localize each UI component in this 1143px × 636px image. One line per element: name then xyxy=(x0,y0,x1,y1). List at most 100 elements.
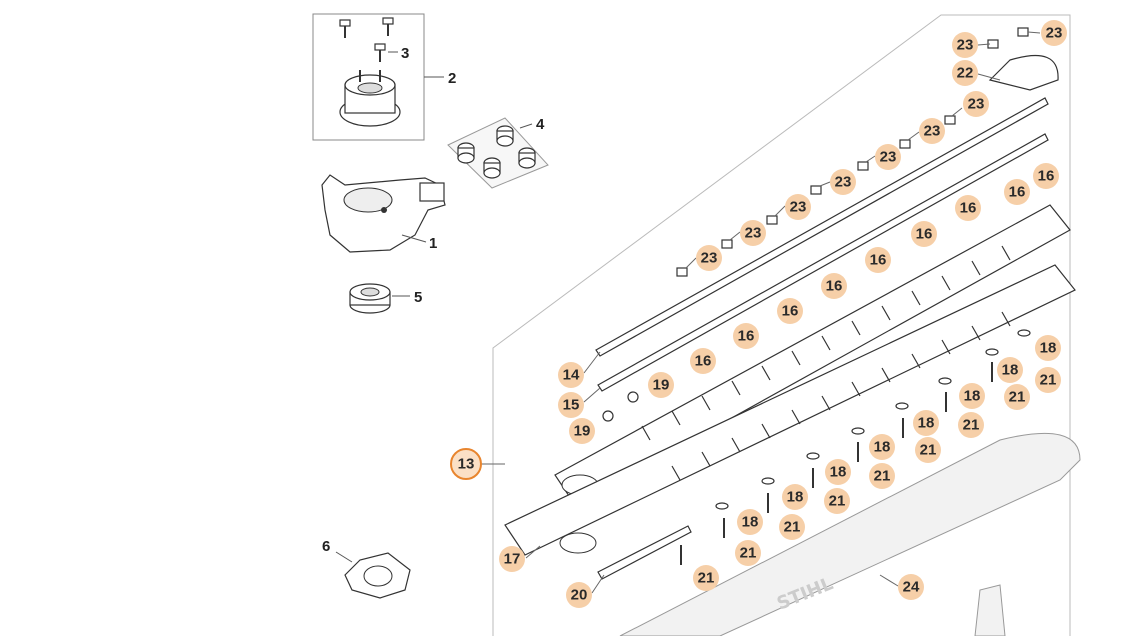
callout-24: 24 xyxy=(898,574,924,600)
svg-text:18: 18 xyxy=(830,464,847,481)
callout-23-e: 23 xyxy=(875,144,901,170)
svg-text:19: 19 xyxy=(653,377,670,394)
svg-text:16: 16 xyxy=(1009,184,1026,201)
svg-text:23: 23 xyxy=(957,37,974,54)
label-1: 1 xyxy=(429,235,437,252)
svg-text:20: 20 xyxy=(571,587,588,604)
svg-text:15: 15 xyxy=(563,397,580,414)
svg-text:16: 16 xyxy=(960,200,977,217)
svg-text:23: 23 xyxy=(924,123,941,140)
label-2: 2 xyxy=(448,70,456,87)
svg-text:18: 18 xyxy=(918,415,935,432)
svg-text:21: 21 xyxy=(1009,389,1026,406)
strip-20 xyxy=(597,525,692,580)
svg-text:16: 16 xyxy=(782,303,799,320)
callout-16-g: 16 xyxy=(777,298,803,324)
svg-text:21: 21 xyxy=(963,417,980,434)
svg-text:21: 21 xyxy=(920,442,937,459)
svg-text:19: 19 xyxy=(574,423,591,440)
callout-21-f: 21 xyxy=(824,488,850,514)
callout-21-b: 21 xyxy=(1004,384,1030,410)
callout-19-a: 19 xyxy=(648,372,674,398)
callout-19-b: 19 xyxy=(569,418,595,444)
svg-text:23: 23 xyxy=(1046,25,1063,42)
lower-blade-17 xyxy=(504,264,1076,556)
svg-text:18: 18 xyxy=(874,439,891,456)
svg-text:23: 23 xyxy=(701,250,718,267)
callout-13[interactable]: 13 xyxy=(450,448,482,480)
gasket-6 xyxy=(344,552,411,599)
bushings-4 xyxy=(447,117,549,189)
svg-text:17: 17 xyxy=(504,551,521,568)
svg-text:23: 23 xyxy=(790,199,807,216)
gear-2 xyxy=(339,70,401,127)
svg-text:21: 21 xyxy=(784,519,801,536)
callout-14: 14 xyxy=(558,362,584,388)
svg-text:16: 16 xyxy=(826,278,843,295)
callout-23-h: 23 xyxy=(740,220,766,246)
callout-21-c: 21 xyxy=(958,412,984,438)
callout-21-a: 21 xyxy=(1035,367,1061,393)
svg-text:22: 22 xyxy=(957,65,974,82)
svg-text:21: 21 xyxy=(829,493,846,510)
svg-text:18: 18 xyxy=(964,388,981,405)
bumper-22 xyxy=(988,54,1059,91)
callout-23-f: 23 xyxy=(830,169,856,195)
callout-16-f: 16 xyxy=(821,273,847,299)
washers-screws xyxy=(602,329,1031,565)
svg-text:21: 21 xyxy=(1040,372,1057,389)
callout-21-h: 21 xyxy=(735,540,761,566)
svg-text:21: 21 xyxy=(874,468,891,485)
cam-5 xyxy=(349,283,391,314)
svg-text:23: 23 xyxy=(968,96,985,113)
callout-21-e: 21 xyxy=(869,463,895,489)
callout-18-a: 18 xyxy=(1035,335,1061,361)
callout-18-d: 18 xyxy=(913,410,939,436)
callout-15: 15 xyxy=(558,392,584,418)
nuts-23 xyxy=(676,27,1029,277)
callout-23-g: 23 xyxy=(785,194,811,220)
callout-18-b: 18 xyxy=(997,357,1023,383)
svg-text:21: 21 xyxy=(698,570,715,587)
svg-text:16: 16 xyxy=(695,353,712,370)
svg-text:18: 18 xyxy=(1002,362,1019,379)
label-4: 4 xyxy=(536,116,545,133)
screws-3 xyxy=(339,17,394,62)
callout-16-b: 16 xyxy=(1004,179,1030,205)
callout-23-i: 23 xyxy=(696,245,722,271)
svg-text:18: 18 xyxy=(742,514,759,531)
callout-16-h: 16 xyxy=(733,323,759,349)
callout-18-h: 18 xyxy=(737,509,763,535)
svg-text:23: 23 xyxy=(745,225,762,242)
callout-21-d: 21 xyxy=(915,437,941,463)
callout-23-a: 23 xyxy=(952,32,978,58)
svg-text:18: 18 xyxy=(1040,340,1057,357)
callout-22: 22 xyxy=(952,60,978,86)
callout-16-c: 16 xyxy=(955,195,981,221)
svg-text:13: 13 xyxy=(458,456,475,473)
callout-16-e: 16 xyxy=(865,247,891,273)
label-5: 5 xyxy=(414,289,422,306)
callout-18-c: 18 xyxy=(959,383,985,409)
svg-text:24: 24 xyxy=(903,579,920,596)
svg-text:18: 18 xyxy=(787,489,804,506)
blade-guard-24 xyxy=(619,432,1081,636)
callout-18-e: 18 xyxy=(869,434,895,460)
label-3: 3 xyxy=(401,45,409,62)
callout-18-f: 18 xyxy=(825,459,851,485)
callout-16-i: 16 xyxy=(690,348,716,374)
svg-text:23: 23 xyxy=(835,174,852,191)
svg-text:14: 14 xyxy=(563,367,580,384)
callout-23-c: 23 xyxy=(963,91,989,117)
svg-text:16: 16 xyxy=(738,328,755,345)
rail-15 xyxy=(597,133,1049,392)
svg-text:16: 16 xyxy=(1038,168,1055,185)
callout-18-g: 18 xyxy=(782,484,808,510)
callout-21-i: 21 xyxy=(693,565,719,591)
svg-text:21: 21 xyxy=(740,545,757,562)
callout-16-a: 16 xyxy=(1033,163,1059,189)
leader-lines xyxy=(481,31,1041,594)
callout-17: 17 xyxy=(499,546,525,572)
callout-20: 20 xyxy=(566,582,592,608)
